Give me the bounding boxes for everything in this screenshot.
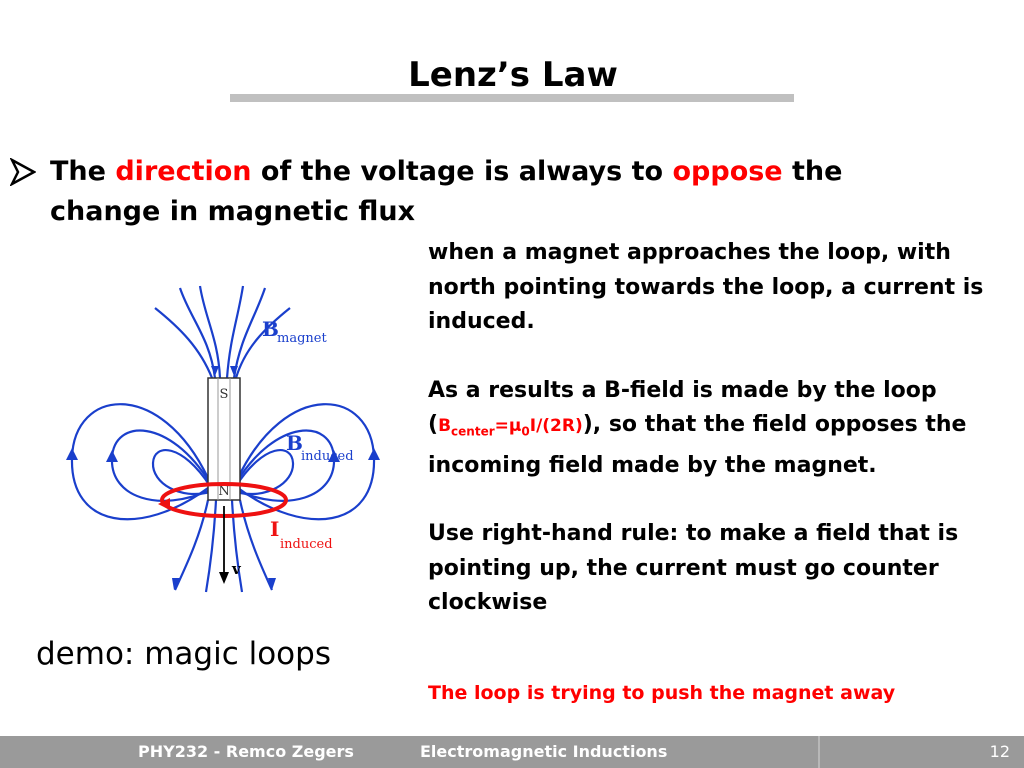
- field-line: [234, 307, 291, 379]
- slide-footer: PHY232 - Remco Zegers Electromagnetic In…: [0, 736, 1024, 768]
- bullet-text: of the voltage is always to: [251, 156, 673, 187]
- lenz-law-diagram: S N v B magnet B induced I induced: [66, 285, 380, 593]
- conclusion-text: The loop is trying to push the magnet aw…: [428, 682, 896, 704]
- field-line: [178, 287, 217, 379]
- field-arrows: [66, 366, 380, 590]
- field-line: [225, 285, 245, 379]
- arrow-down-icon: [230, 366, 238, 376]
- field-line: [154, 307, 214, 379]
- pole-n-label: N: [218, 484, 229, 499]
- footer-topic: Electromagnetic Inductions: [420, 742, 668, 761]
- explanation-para-2: As a results a B-field is made by the lo…: [428, 374, 988, 484]
- bullet-arrow-icon: [10, 158, 36, 186]
- arrow-up-icon: [66, 448, 78, 460]
- field-line: [235, 448, 295, 496]
- bullet-text: the change in magnetic flux: [50, 156, 843, 227]
- arrow-down-icon: [172, 578, 180, 590]
- explanation-para-1: when a magnet approaches the loop, with …: [428, 240, 984, 334]
- b-induced-label: B: [286, 431, 303, 455]
- formula-b-subscript: center: [451, 424, 495, 439]
- arrow-up-icon: [328, 450, 340, 462]
- arrow-up-icon: [106, 450, 118, 462]
- velocity-label: v: [231, 560, 242, 578]
- field-line: [204, 499, 218, 593]
- formula-equals-mu: =μ: [494, 416, 522, 436]
- field-line: [151, 448, 211, 496]
- footer-course: PHY232 - Remco Zegers: [138, 742, 354, 761]
- formula-mu-subscript: 0: [521, 424, 530, 439]
- i-induced-label: I: [270, 517, 279, 541]
- pole-s-label: S: [220, 387, 229, 402]
- b-magnet-subscript: magnet: [277, 331, 327, 346]
- bullet-text: The: [50, 156, 116, 187]
- field-line: [173, 499, 210, 591]
- b-induced-subscript: induced: [301, 449, 354, 464]
- current-arrow-icon: [158, 498, 170, 510]
- explanation-para-3: Use right-hand rule: to make a field tha…: [428, 521, 959, 616]
- highlight-oppose: oppose: [672, 156, 783, 187]
- title-underline: [230, 94, 794, 102]
- b-center-formula: Bcenter=μ0I/(2R): [438, 416, 583, 439]
- field-line: [70, 403, 209, 521]
- explanation-text: when a magnet approaches the loop, with …: [428, 236, 988, 621]
- field-line: [230, 499, 244, 593]
- field-line: [238, 499, 274, 591]
- slide-title: Lenz’s Law: [408, 55, 618, 95]
- footer-divider: [818, 736, 820, 768]
- demo-caption: demo: magic loops: [36, 636, 331, 672]
- main-bullet: The direction of the voltage is always t…: [50, 152, 950, 232]
- arrow-down-icon: [268, 578, 276, 590]
- formula-rest: I/(2R): [529, 416, 583, 436]
- para2-end: ), so that the field opposes the incomin…: [428, 412, 967, 478]
- arrow-down-icon: [211, 366, 219, 376]
- bar-magnet: [207, 377, 241, 501]
- page-number: 12: [989, 742, 1010, 761]
- field-line: [232, 287, 267, 379]
- arrow-up-icon: [368, 448, 380, 460]
- velocity-arrow-icon: [219, 572, 229, 584]
- field-line: [198, 285, 222, 379]
- formula-b: B: [438, 416, 452, 436]
- highlight-direction: direction: [115, 156, 252, 187]
- b-magnet-label: B: [262, 317, 279, 341]
- para2-start: As a results a B-field is made by the lo…: [428, 377, 937, 438]
- i-induced-subscript: induced: [280, 537, 333, 552]
